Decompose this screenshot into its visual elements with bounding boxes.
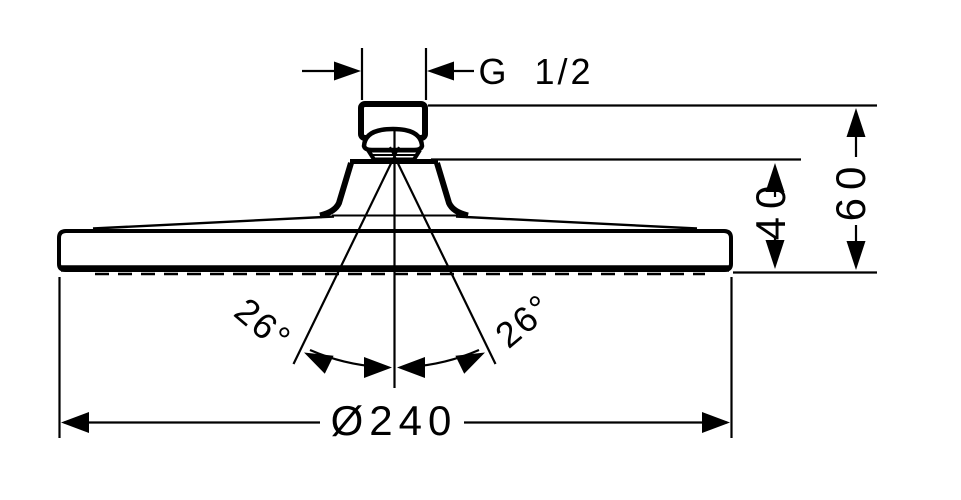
- arrowhead: [334, 61, 361, 81]
- neck-flare-left: [319, 162, 354, 219]
- arrowhead: [702, 412, 730, 433]
- arrowhead: [427, 61, 454, 81]
- neck-flare-right: [434, 162, 469, 219]
- thread-dimension: [302, 48, 474, 100]
- thread-size-label: G 1/2: [478, 51, 594, 92]
- height-dimensions: [428, 104, 877, 274]
- total-height-label: 60: [827, 158, 874, 222]
- arrowhead: [765, 240, 785, 269]
- extension-line: [360, 48, 428, 100]
- arrowhead: [397, 357, 425, 378]
- disc-top-slope-right: [455, 215, 698, 230]
- diameter-dimension: [58, 277, 733, 438]
- spray-line-right: [389, 146, 497, 365]
- arrowhead: [455, 352, 485, 374]
- arrowhead: [304, 352, 334, 374]
- arrowhead: [846, 108, 866, 137]
- arrowhead: [61, 412, 89, 433]
- spray-line-left: [292, 146, 400, 365]
- ball-joint-dome: [361, 126, 425, 153]
- extension-line: [58, 277, 733, 438]
- arrowhead: [846, 241, 866, 270]
- spray-angle-lines: [292, 131, 497, 388]
- body-height-label: 40: [747, 177, 794, 241]
- arrowhead: [364, 357, 392, 378]
- diameter-label: Ø240: [330, 397, 458, 444]
- arrowhead: [765, 163, 785, 192]
- disc-top-slope-left: [92, 215, 335, 230]
